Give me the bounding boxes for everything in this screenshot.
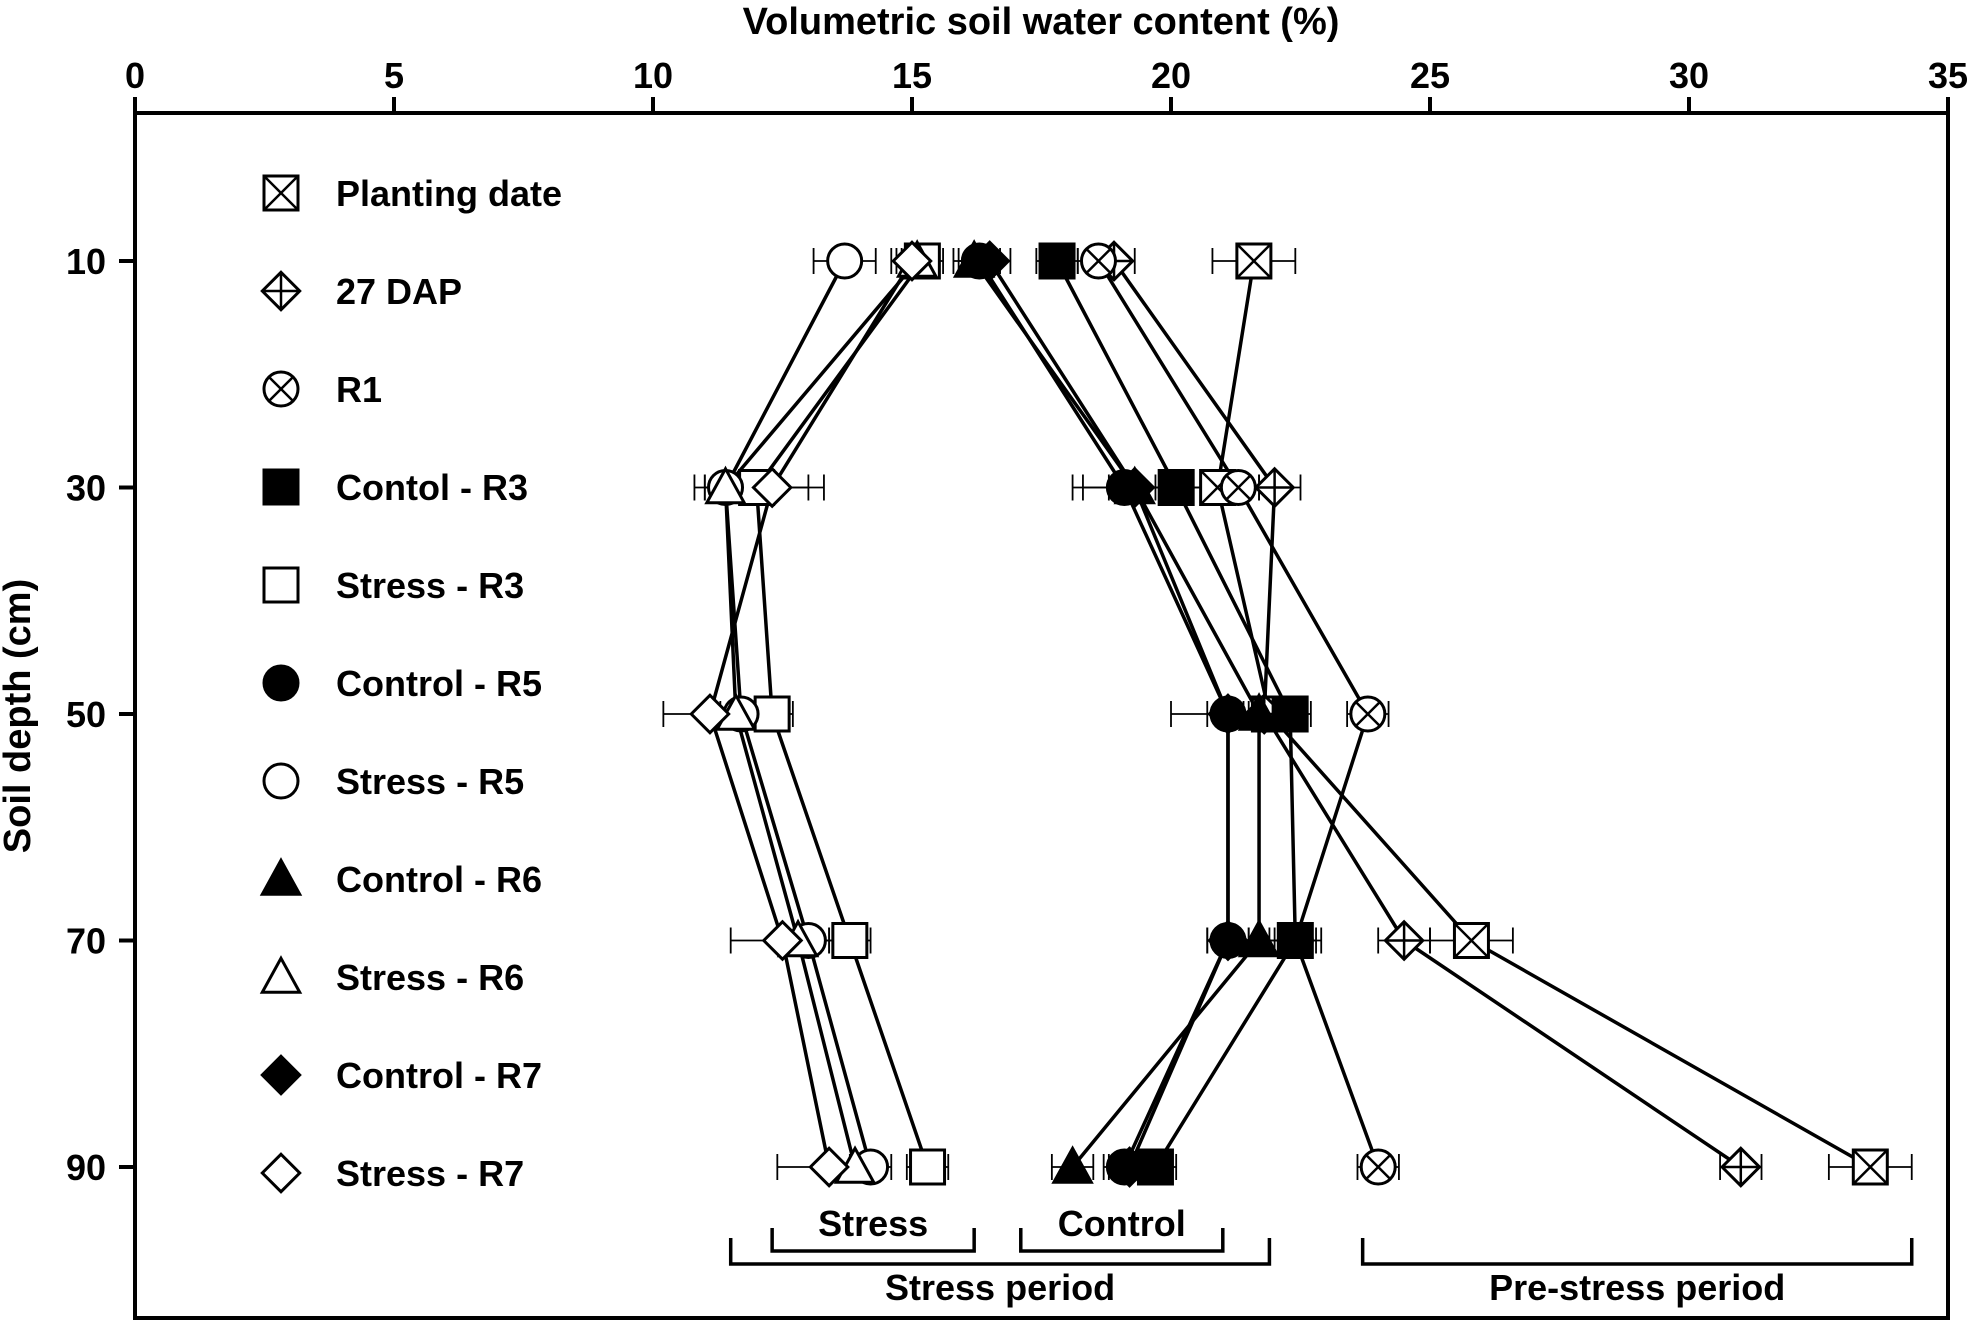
x-tick-label: 0 [125,55,145,96]
data-points [689,239,1889,1188]
data-point [1051,1145,1094,1184]
data-point [968,240,1011,282]
legend-marker [260,1054,302,1096]
legend-label: Contol - R3 [336,467,528,508]
bracket [1360,1238,1914,1266]
legend-marker [262,664,300,702]
legend-marker [260,1152,302,1194]
data-point [909,1148,947,1186]
legend-label: Control - R7 [336,1055,542,1096]
data-point [1237,692,1281,731]
legend-marker [262,370,300,408]
x-tick-label: 10 [633,55,673,96]
y-tick-label: 30 [66,468,106,509]
x-axis-title: Volumetric soil water content (%) [743,1,1340,43]
y-tick-label: 90 [66,1147,106,1188]
bracket [728,1238,1272,1266]
bracket-label: Control [1058,1203,1186,1244]
y-tick-label: 10 [66,241,106,282]
data-point [1237,918,1281,958]
data-point [751,466,793,509]
y-axis-ticks: 10 30 50 70 90 [66,241,135,1188]
data-point [808,1146,850,1188]
x-tick-label: 20 [1151,55,1191,96]
data-point [1359,1148,1397,1186]
legend-marker [260,270,302,312]
data-point [704,465,747,505]
data-point [1207,693,1249,735]
legend-label: Planting date [336,173,562,214]
data-point [753,695,791,733]
legend-label: Control - R5 [336,663,542,704]
data-point [1383,919,1425,962]
data-point [1452,922,1490,959]
data-point [891,240,933,282]
data-point [1113,466,1156,509]
data-point [761,919,804,962]
data-point [1276,922,1314,959]
legend-label: Stress - R3 [336,565,524,606]
x-tick-label: 15 [892,55,932,96]
x-axis-ticks: 0 5 10 15 20 25 30 35 [125,55,1968,113]
data-point [1271,695,1309,733]
series-line [1215,260,1872,1169]
data-point [1851,1148,1889,1186]
x-tick-label: 5 [384,55,404,96]
legend-marker [262,174,300,212]
bracket [1019,1228,1225,1253]
x-tick-label: 25 [1410,55,1450,96]
legend-label: Stress - R6 [336,957,524,998]
data-point [1207,919,1249,962]
legend-marker [262,762,300,800]
data-point [1219,469,1257,506]
y-tick-label: 50 [66,694,106,735]
data-point [1038,242,1076,280]
legend-label: R1 [336,369,382,410]
data-point [826,242,864,280]
data-point [1235,242,1273,280]
legend-label: Stress - R7 [336,1153,524,1194]
data-point [1079,242,1117,280]
data-point [1349,695,1387,733]
legend-marker [262,468,300,506]
y-tick-label: 70 [66,921,106,962]
data-point [831,922,869,959]
y-axis-title: Soil depth (cm) [0,579,39,853]
legend-label: Stress - R5 [336,761,524,802]
x-tick-label: 35 [1928,55,1968,96]
legend-label: 27 DAP [336,271,462,312]
data-point [1108,1146,1151,1188]
x-tick-label: 30 [1669,55,1709,96]
data-point [689,693,731,735]
data-point [1157,469,1195,506]
bracket-label: Pre-stress period [1489,1267,1785,1308]
legend-label: Control - R6 [336,859,542,900]
data-point [1719,1146,1762,1188]
data-point [1253,466,1296,509]
bracket-label: Stress [818,1203,928,1244]
legend-marker [262,566,300,604]
bracket [770,1228,976,1253]
legend-marker [259,955,303,994]
legend-marker [259,857,303,896]
bracket-label: Stress period [885,1267,1115,1308]
